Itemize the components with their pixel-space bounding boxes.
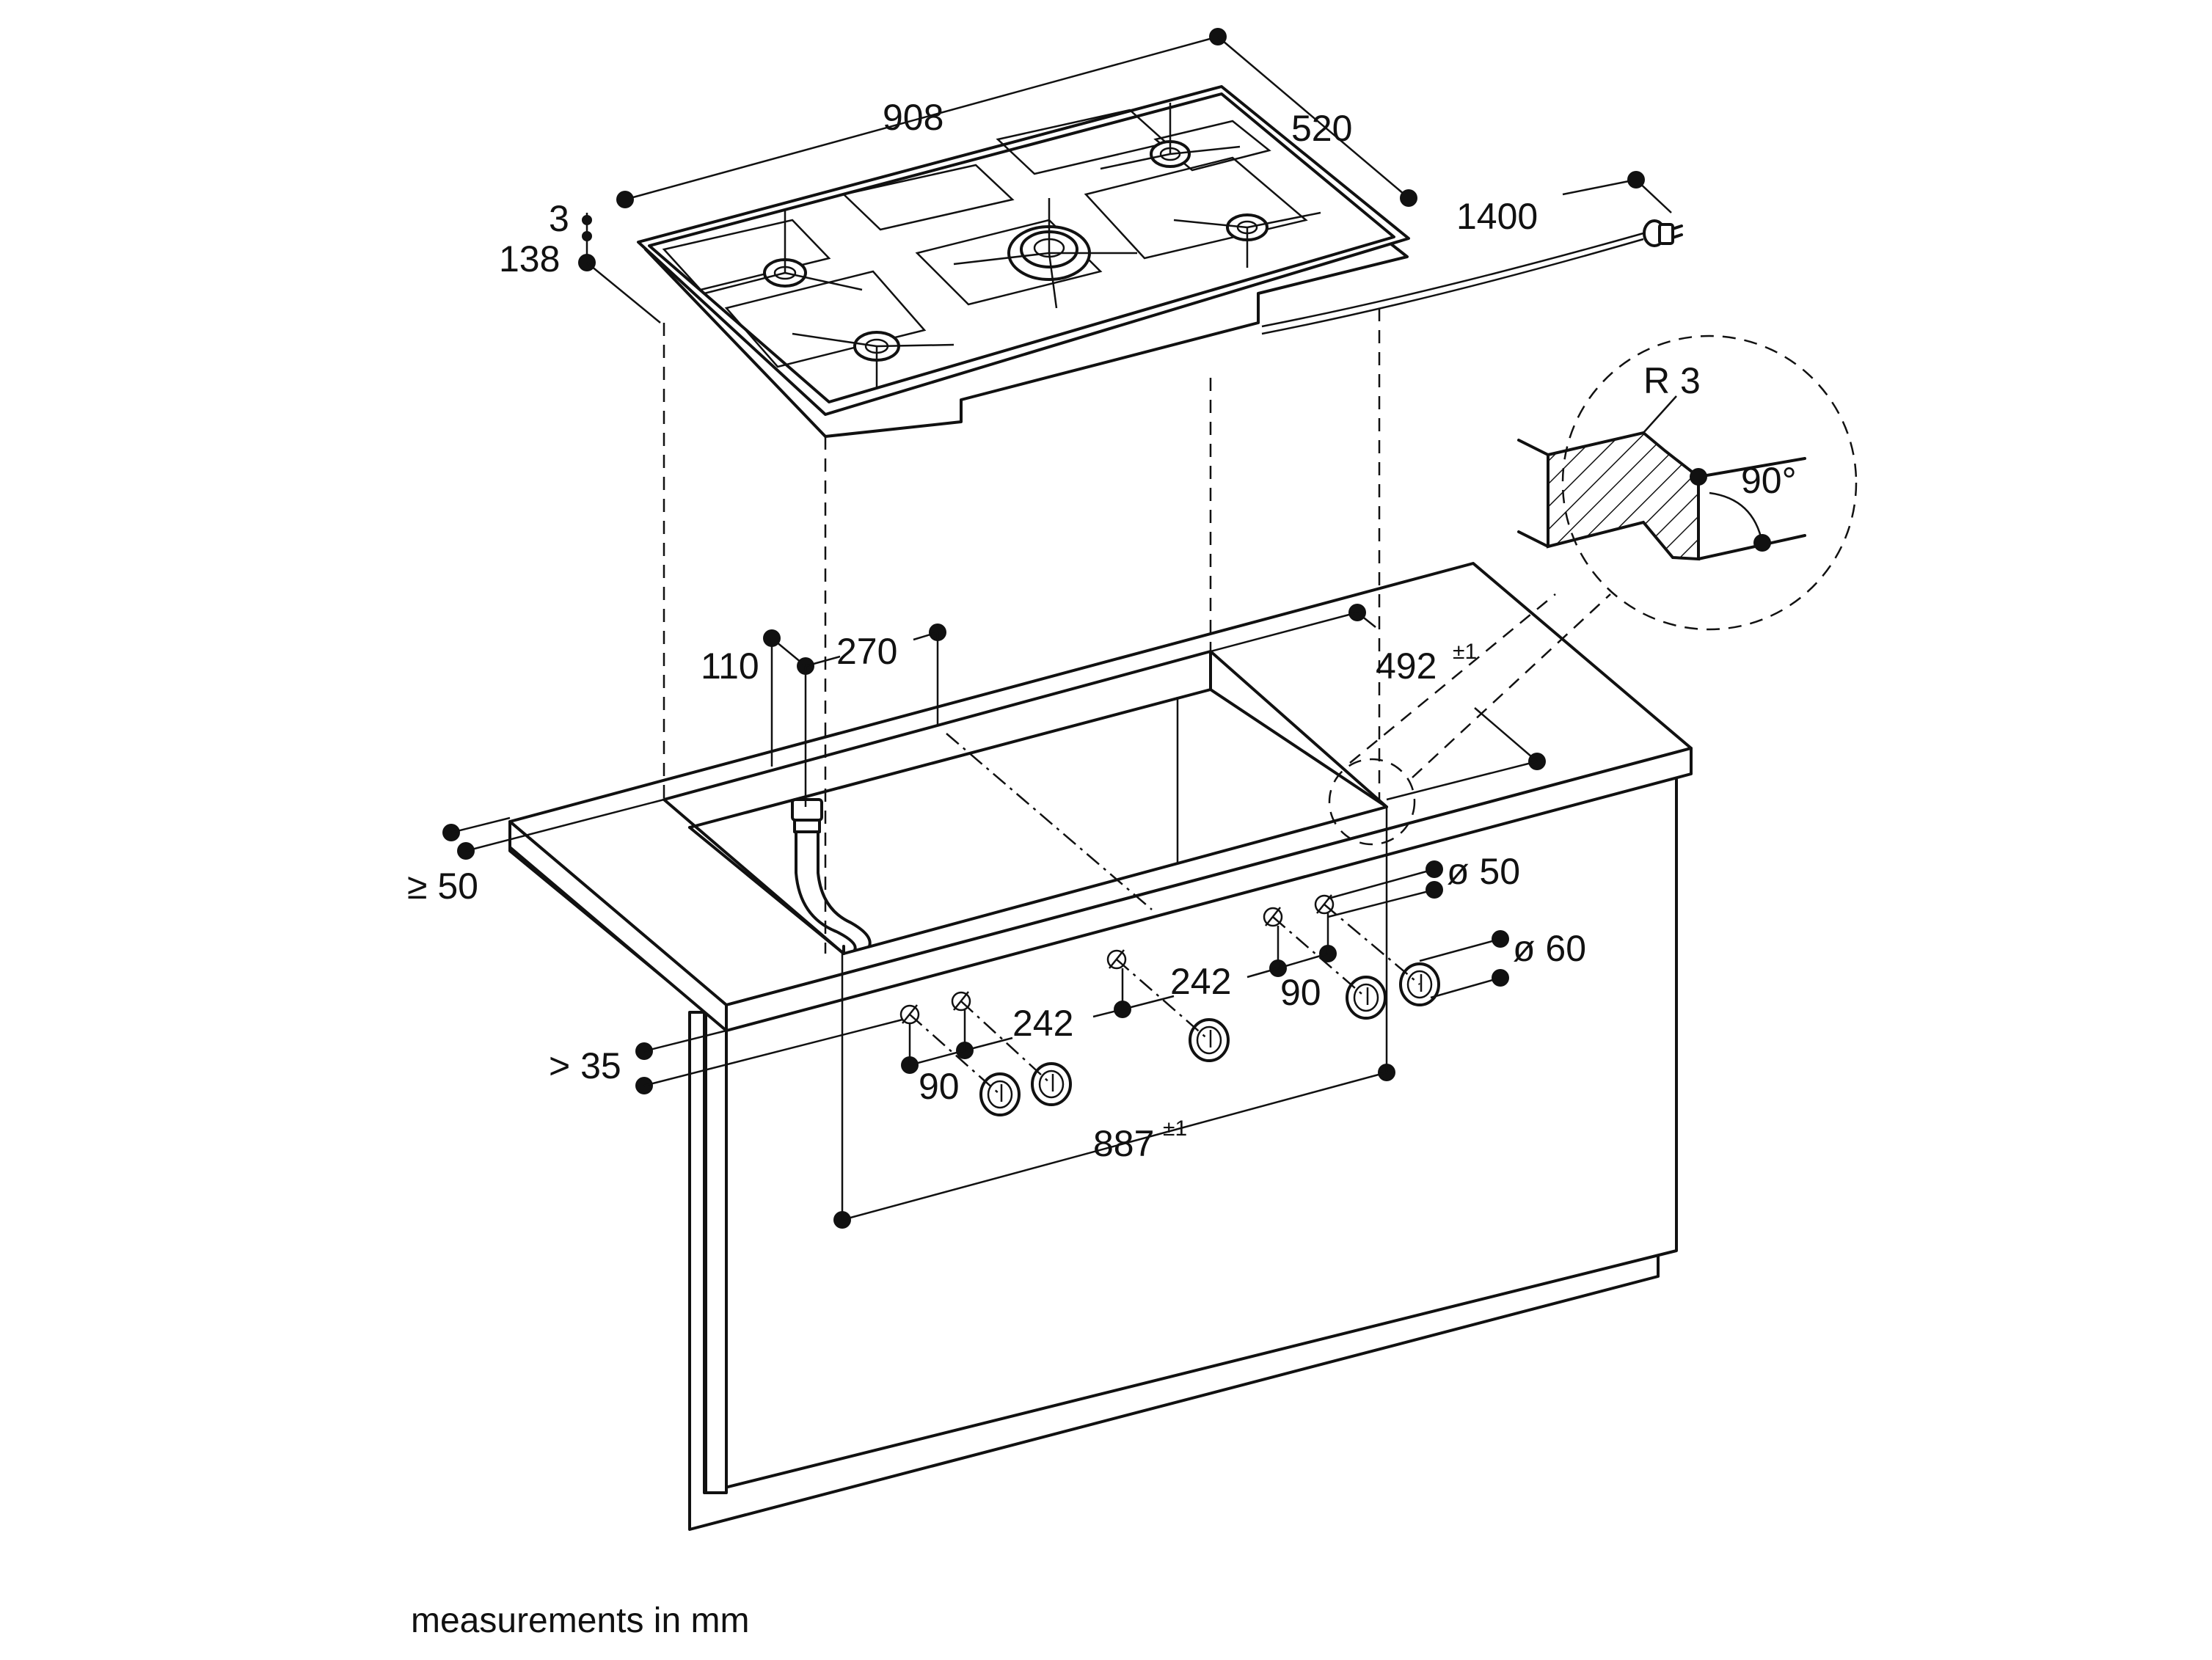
projection-lines — [662, 308, 1381, 954]
caption: measurements in mm — [411, 1601, 749, 1640]
label-edge-angle: 90° — [1741, 460, 1797, 501]
edge-profile — [1517, 395, 1806, 561]
label-spacing-242-mid: 242 — [1170, 961, 1231, 1002]
control-knob-icon — [1189, 1018, 1230, 1062]
gas-hob — [637, 85, 1410, 438]
label-spacing-90-left: 90 — [919, 1066, 960, 1107]
worktop-cutout — [662, 650, 1388, 955]
label-cutout-depth-tol: ±1 — [1453, 640, 1477, 664]
label-worktop-thickness: > 35 — [549, 1045, 621, 1086]
label-hole-dia-large: ø 60 — [1513, 928, 1586, 969]
dimension-lines — [442, 28, 1771, 1229]
label-spacing-90-right: 90 — [1280, 972, 1321, 1013]
pan-supports — [704, 103, 1321, 389]
label-offset-side: 270 — [836, 631, 897, 672]
label-hob-height-top: 3 — [549, 198, 569, 239]
label-cutout-width-tol: ±1 — [1163, 1116, 1187, 1141]
label-hob-width: 908 — [883, 97, 943, 138]
knob-axis-lines — [909, 904, 1420, 1095]
label-hob-depth: 520 — [1291, 108, 1352, 149]
label-edge-radius: R 3 — [1643, 360, 1701, 401]
label-cable-length: 1400 — [1456, 196, 1538, 237]
edge-detail — [1328, 334, 1858, 846]
label-cutout-depth: 492 — [1376, 646, 1437, 687]
label-spacing-242-left: 242 — [1012, 1003, 1073, 1044]
gas-hose-icon — [791, 798, 872, 951]
power-cable — [1261, 232, 1644, 335]
control-knob-icon — [1031, 1062, 1072, 1106]
label-hole-dia-small: ø 50 — [1447, 851, 1520, 892]
plug-icon — [1643, 219, 1683, 247]
label-offset-front: 110 — [701, 646, 759, 687]
control-knobs — [899, 894, 1440, 1116]
label-hob-height-total: 138 — [499, 238, 560, 279]
label-cutout-width: 887 — [1093, 1123, 1154, 1164]
label-front-clearance: ≥ 50 — [407, 866, 478, 907]
control-knob-icon — [979, 1072, 1021, 1116]
dimension-labels: 908 520 3 138 1400 R 3 90° 110 270 492 ±… — [407, 97, 1797, 1164]
